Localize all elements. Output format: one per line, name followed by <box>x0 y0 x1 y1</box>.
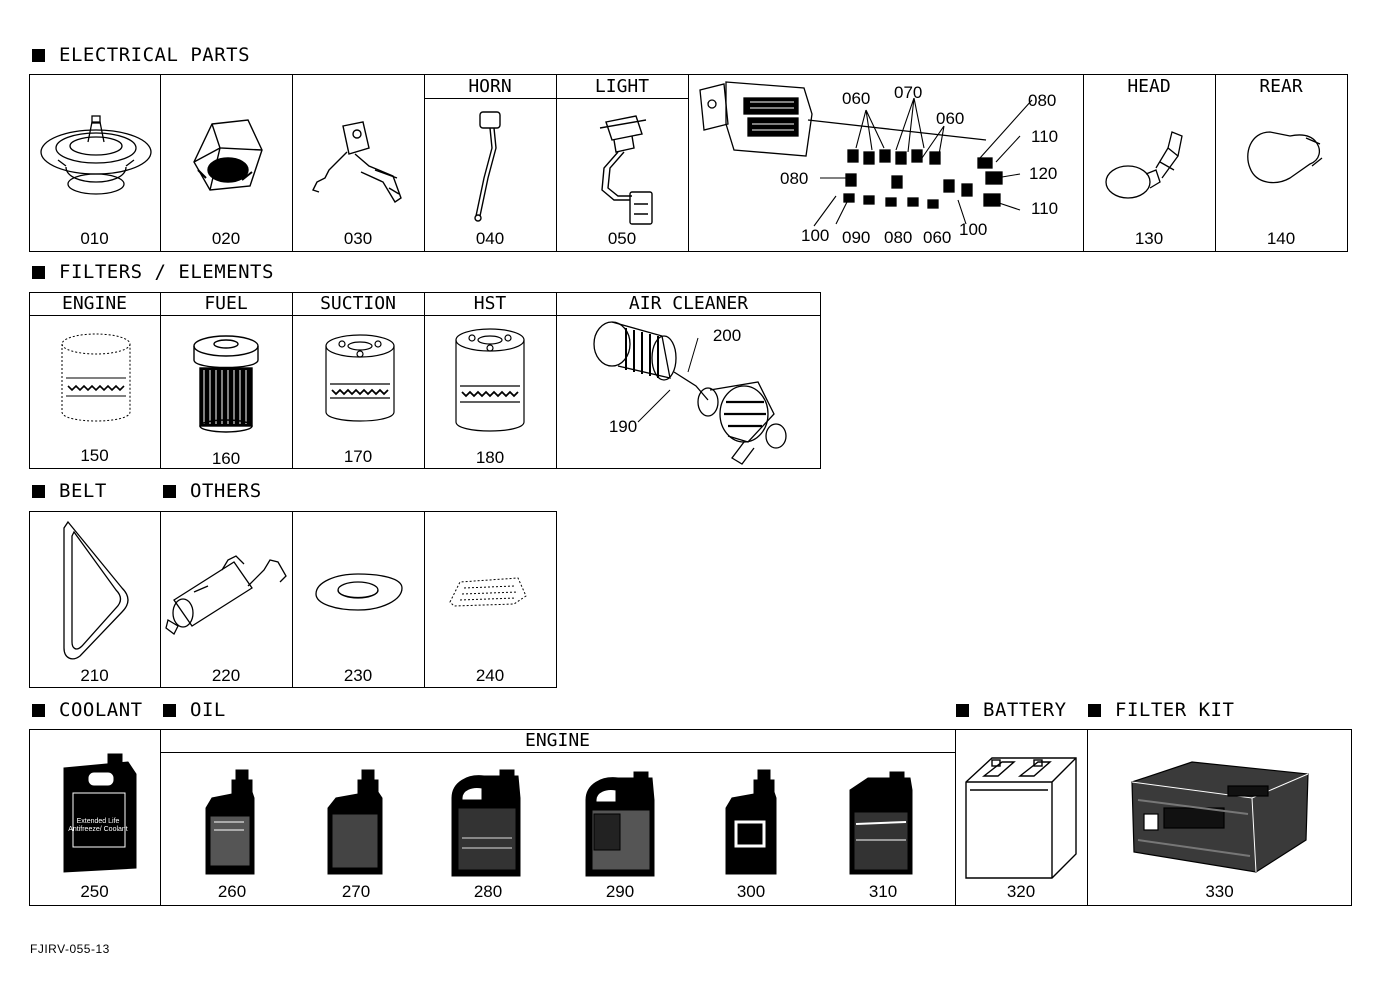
part-number-210: 210 <box>80 666 109 685</box>
callout-060-c: 060 <box>923 228 952 247</box>
part-number-280: 280 <box>473 882 503 901</box>
oil-jug-icon <box>448 768 524 880</box>
bullet-square-icon <box>956 704 969 717</box>
header-rear: REAR <box>1259 76 1303 97</box>
suction-filter-icon <box>322 332 398 428</box>
part-number-230: 230 <box>343 666 373 685</box>
hst-filter-icon <box>452 326 528 438</box>
part-number-270: 270 <box>341 882 371 901</box>
coolant-jug-icon <box>58 752 140 874</box>
section-title-battery: BATTERY <box>956 699 1067 721</box>
bullet-square-icon <box>32 485 45 498</box>
part-number-190: 190 <box>608 417 638 436</box>
part-number-020: 020 <box>211 229 241 248</box>
callout-100-a: 100 <box>801 226 830 245</box>
part-number-260: 260 <box>217 882 247 901</box>
oil-jug-icon <box>582 770 658 880</box>
coolant-jug-label: Extended Life Antifreeze/ Coolant <box>68 818 128 833</box>
filter-kit-box-icon <box>1128 760 1312 876</box>
gasket-icon <box>444 574 530 610</box>
head-bulb-icon <box>1100 118 1190 208</box>
part-number-200: 200 <box>712 326 742 345</box>
belt-others-table <box>29 511 557 688</box>
radiator-cap-icon <box>312 570 406 614</box>
document-code: FJIRV-055-13 <box>30 942 110 956</box>
oil-bottle-icon <box>724 768 778 878</box>
callout-080-b: 080 <box>780 169 809 188</box>
section-title-filters: FILTERS / ELEMENTS <box>32 261 274 283</box>
oil-bottle-icon <box>326 768 384 878</box>
callout-100-b: 100 <box>959 220 988 239</box>
callout-120: 120 <box>1029 164 1058 183</box>
battery-icon <box>962 754 1080 882</box>
bullet-square-icon <box>32 49 45 62</box>
oil-jug-icon <box>848 770 914 878</box>
bullet-square-icon <box>32 266 45 279</box>
header-air-cleaner: AIR CLEANER <box>628 293 749 314</box>
fuel-filter-icon <box>188 330 264 434</box>
part-number-040: 040 <box>475 229 505 248</box>
v-belt-icon <box>58 516 134 664</box>
starter-switch-icon <box>180 110 272 196</box>
header-light: LIGHT <box>594 76 650 97</box>
fluids-battery-table <box>29 729 1352 906</box>
part-number-330: 330 <box>1205 882 1234 901</box>
callout-080-c: 080 <box>884 228 913 247</box>
ignition-key-icon <box>305 118 411 208</box>
part-number-180: 180 <box>475 448 505 467</box>
air-cleaner-icon <box>578 318 798 466</box>
callout-070: 070 <box>894 83 923 102</box>
section-title-coolant: COOLANT <box>32 699 143 721</box>
rear-bulb-icon <box>1240 124 1326 194</box>
part-number-220: 220 <box>211 666 241 685</box>
oil-bottle-icon <box>204 768 256 878</box>
part-number-130: 130 <box>1134 229 1164 248</box>
engine-oil-filter-icon <box>56 330 136 426</box>
section-title-oil: OIL <box>163 699 226 721</box>
thermostat-icon <box>38 112 154 202</box>
callout-110-a: 110 <box>1031 127 1059 146</box>
horn-harness-icon <box>466 108 514 226</box>
part-number-170: 170 <box>343 447 373 466</box>
bullet-square-icon <box>32 704 45 717</box>
callout-060-b: 060 <box>936 109 965 128</box>
light-socket-icon <box>590 108 662 230</box>
header-suction: SUCTION <box>320 293 396 314</box>
bullet-square-icon <box>1088 704 1101 717</box>
part-number-320: 320 <box>1006 882 1036 901</box>
part-number-300: 300 <box>736 882 766 901</box>
part-number-150: 150 <box>80 446 109 465</box>
header-hst: HST <box>473 293 507 314</box>
header-fuel: FUEL <box>204 293 248 314</box>
part-number-240: 240 <box>475 666 505 685</box>
section-title-others: OTHERS <box>163 480 262 502</box>
callout-110-b: 110 <box>1031 199 1059 218</box>
section-title-electrical: ELECTRICAL PARTS <box>32 44 250 66</box>
part-number-250: 250 <box>80 882 109 901</box>
part-number-140: 140 <box>1266 229 1296 248</box>
fuse-box-icon <box>696 78 1082 248</box>
header-engine-filter: ENGINE <box>61 293 128 314</box>
header-head: HEAD <box>1127 76 1171 97</box>
part-number-160: 160 <box>211 449 241 468</box>
header-horn: HORN <box>468 76 512 97</box>
callout-080-a: 080 <box>1028 91 1057 110</box>
bullet-square-icon <box>163 485 176 498</box>
callout-090: 090 <box>842 228 871 247</box>
section-title-belt: BELT <box>32 480 107 502</box>
part-number-010: 010 <box>80 229 109 248</box>
header-engine-oil: ENGINE <box>524 730 591 751</box>
callout-060-a: 060 <box>842 89 871 108</box>
muffler-icon <box>164 546 290 638</box>
filters-table <box>29 292 821 469</box>
part-number-290: 290 <box>605 882 635 901</box>
part-number-050: 050 <box>607 229 637 248</box>
part-number-030: 030 <box>343 229 373 248</box>
section-title-filter-kit: FILTER KIT <box>1088 699 1234 721</box>
part-number-310: 310 <box>868 882 898 901</box>
bullet-square-icon <box>163 704 176 717</box>
